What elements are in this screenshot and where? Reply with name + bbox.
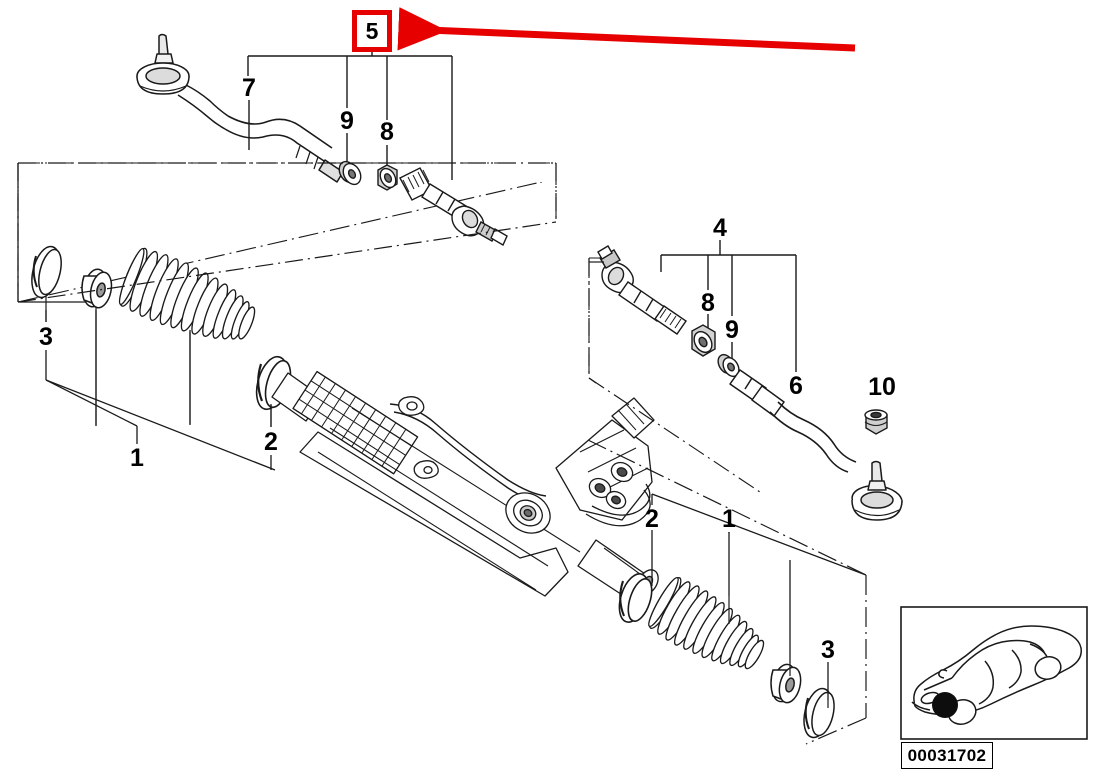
boot-bushing-bottom (770, 663, 802, 704)
callout-7: 7 (242, 74, 256, 102)
assembly-group-dashdot (17, 162, 590, 378)
callout-2-left: 2 (264, 428, 278, 456)
inner-tie-rod-top (399, 167, 508, 246)
part-leaders-left (45, 296, 272, 427)
vehicle-location-thumbnail (900, 606, 1088, 740)
annotation-callout-5[interactable]: 5 (352, 10, 392, 52)
diagram-part-number: 00031702 (901, 742, 993, 769)
annotation-arrow (397, 7, 856, 52)
callout-4-right: 4 (713, 214, 727, 242)
callout-1-left: 1 (130, 444, 144, 472)
outer-tie-rod-6 (729, 369, 903, 521)
callout-9-right: 9 (725, 316, 739, 344)
group-boundary-left-lower (23, 175, 556, 343)
callout-3-bottom: 3 (821, 636, 835, 664)
callout-numbers: 7 9 8 3 1 2 4 8 9 6 10 2 1 3 (39, 74, 896, 664)
divider-dashdot (588, 377, 761, 493)
callout-3-left: 3 (39, 323, 53, 351)
location-marker-dot (932, 692, 958, 718)
callout-2-bottom: 2 (645, 505, 659, 533)
retaining-clip-3-left (31, 245, 62, 299)
steering-gear-housing (271, 370, 659, 601)
boot-clamp-2-bottom (618, 573, 653, 623)
washer-9-right (717, 353, 740, 378)
callout-10: 10 (868, 373, 896, 401)
callout-8-right: 8 (701, 289, 715, 317)
nut-8-right (691, 324, 716, 357)
group-boundary-left (17, 162, 557, 302)
inner-tie-rod-4-right (597, 245, 687, 335)
steering-boot-1-left (116, 245, 270, 358)
bottom-group-frame (587, 439, 867, 745)
washer-9-top (338, 160, 362, 186)
callout-1-bottom: 1 (722, 505, 736, 533)
part-leaders-bottom (651, 578, 829, 708)
bracket-group-4 (660, 240, 797, 372)
callout-6-right: 6 (789, 372, 803, 400)
callout-9-top: 9 (340, 107, 354, 135)
bracket-group-5 (247, 52, 453, 180)
steering-boot-1-bottom (645, 574, 779, 686)
outer-tie-rod-7 (136, 33, 344, 183)
callout-8-top: 8 (380, 118, 394, 146)
nut-8-top (377, 164, 398, 191)
nut-10 (864, 409, 888, 435)
